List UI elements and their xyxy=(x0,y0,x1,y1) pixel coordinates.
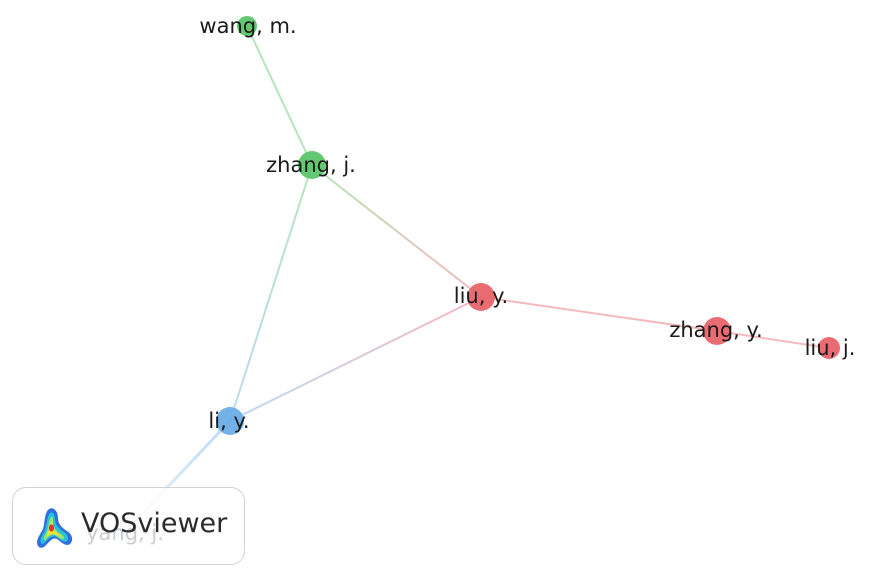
link-zhang_j-liu_y xyxy=(311,164,482,298)
node-li-y[interactable] xyxy=(216,407,244,435)
link-liu_y-zhang_y xyxy=(480,296,718,332)
link-liu_y-li_y xyxy=(229,296,482,422)
vosviewer-brand-panel: VOSviewer xyxy=(12,487,245,565)
labels-layer: wang, m. zhang, j. liu, y. zhang, y. liu, j.… xyxy=(86,14,855,545)
vosviewer-brand-name: VOSviewer xyxy=(81,508,228,539)
node-liu-y[interactable] xyxy=(467,283,495,311)
node-zhang-y[interactable] xyxy=(703,317,731,345)
node-label-zhang-y: zhang, y. xyxy=(669,318,762,342)
node-zhang-j[interactable] xyxy=(298,151,326,179)
vosviewer-logo-icon xyxy=(37,508,73,548)
node-wang-m[interactable] xyxy=(237,16,257,36)
links-layer xyxy=(122,25,830,535)
link-wang_m-zhang_j xyxy=(246,25,313,166)
nodes-layer xyxy=(114,16,840,543)
link-zhang_j-li_y xyxy=(229,164,313,422)
node-label-li-y: li, y. xyxy=(208,409,249,433)
node-liu-j[interactable] xyxy=(818,337,840,359)
link-zhang_y-liu_j xyxy=(716,330,830,349)
node-label-zhang-j: zhang, j. xyxy=(266,153,356,177)
node-label-liu-y: liu, y. xyxy=(454,284,508,308)
node-label-liu-j: liu, j. xyxy=(805,336,856,360)
node-label-wang-m: wang, m. xyxy=(199,14,296,38)
